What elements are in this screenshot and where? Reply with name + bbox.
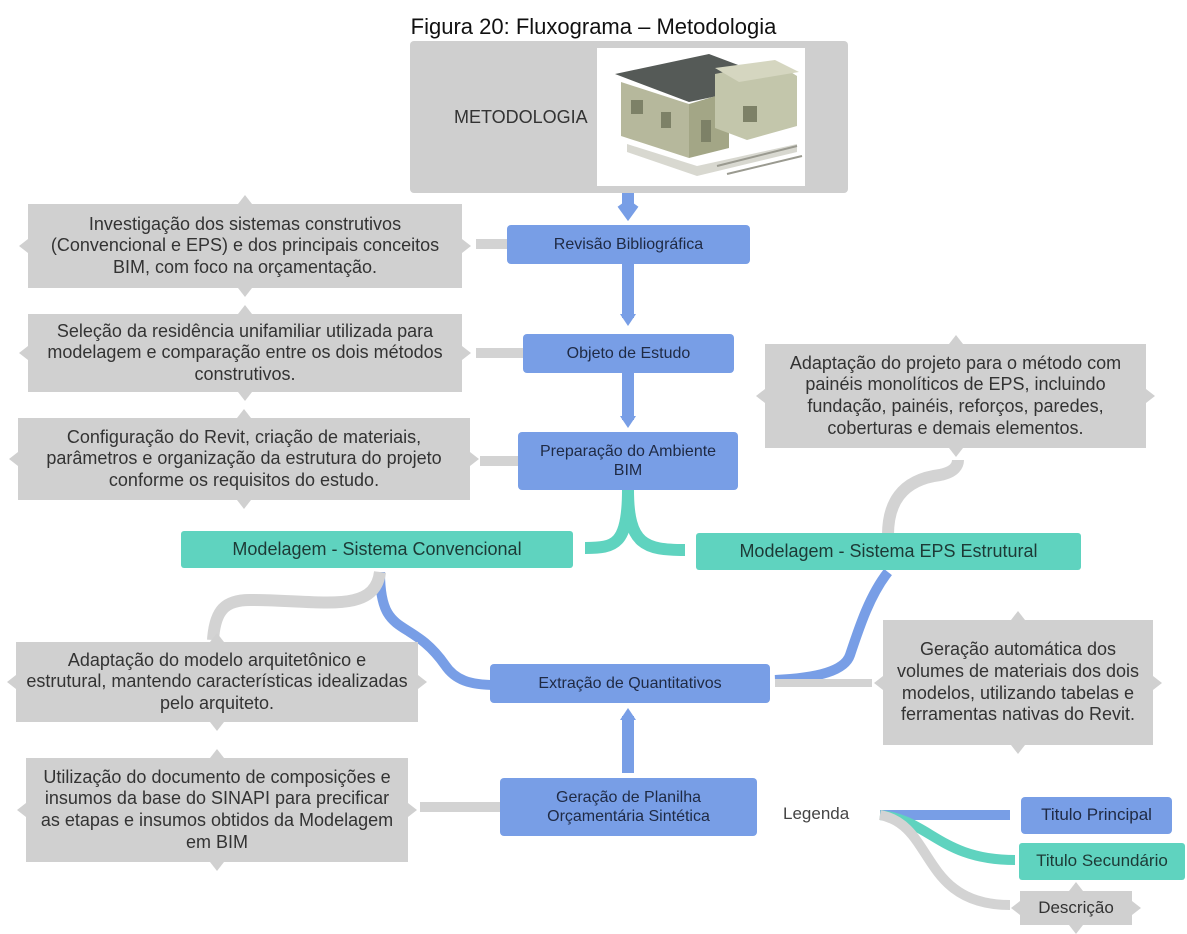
pointer-notch bbox=[238, 392, 252, 401]
pointer-notch bbox=[948, 335, 963, 344]
pointer-notch bbox=[1069, 925, 1083, 934]
legend-connector-description bbox=[878, 810, 1011, 910]
description-revisao: Investigação dos sistemas construtivos (… bbox=[19, 195, 471, 297]
description-eps: Adaptação do projeto para o método com p… bbox=[756, 335, 1155, 457]
description-text: Geração automática dos volumes de materi… bbox=[896, 639, 1140, 725]
connector-convencional-to-extraction bbox=[375, 571, 496, 690]
pointer-notch bbox=[210, 722, 224, 731]
step-extracao-quantitativos: Extração de Quantitativos bbox=[490, 664, 770, 703]
methodology-label: METODOLOGIA bbox=[454, 107, 588, 127]
pointer-notch bbox=[210, 749, 224, 758]
arrowhead bbox=[620, 314, 636, 326]
split-connectors bbox=[584, 489, 686, 556]
pointer-notch bbox=[238, 195, 252, 204]
description-text: Adaptação do projeto para o método com p… bbox=[789, 352, 1122, 438]
figure-caption: Figura 20: Fluxograma – Metodologia bbox=[410, 14, 777, 39]
legend-item-label: Descrição bbox=[1038, 897, 1114, 917]
house-3d-image bbox=[597, 48, 805, 186]
description-planilha: Utilização do documento de composições e… bbox=[17, 749, 417, 871]
connector-eps-to-extraction bbox=[774, 568, 892, 685]
legend-label: Legenda bbox=[783, 804, 850, 823]
description-text: Seleção da residência unifamiliar utiliz… bbox=[47, 320, 443, 384]
legend-connectors bbox=[878, 810, 1016, 910]
description-text: Adaptação do modelo arquitetônico e estr… bbox=[26, 649, 408, 713]
pointer-notch bbox=[210, 633, 224, 642]
connector-split-right bbox=[622, 489, 686, 556]
pointer-notch bbox=[948, 448, 963, 457]
description-text: Investigação dos sistemas construtivos (… bbox=[50, 213, 440, 277]
branch-sistema-convencional: Modelagem - Sistema Convencional bbox=[181, 531, 573, 568]
description-pointers bbox=[420, 239, 523, 812]
branch-to-extraction-connectors bbox=[207, 459, 964, 690]
house-model-icon bbox=[615, 54, 803, 176]
legend-item-descricao: Descrição bbox=[1011, 882, 1141, 934]
connector-split-left bbox=[584, 489, 634, 554]
pointer-notch bbox=[1069, 882, 1083, 891]
pointer-notch bbox=[237, 409, 251, 418]
pointer-notch bbox=[237, 500, 251, 509]
step-preparacao-ambiente-bim: Preparação do Ambiente BIM bbox=[518, 432, 738, 490]
step-revisao-bibliografica: Revisão Bibliográfica bbox=[507, 225, 750, 264]
step-objeto-de-estudo: Objeto de Estudo bbox=[523, 334, 734, 373]
connector-convencional-to-desc bbox=[207, 570, 386, 641]
description-convencional: Adaptação do modelo arquitetônico e estr… bbox=[7, 633, 427, 731]
arrowhead bbox=[620, 416, 636, 428]
legend-item-titulo-secundario: Titulo Secundário bbox=[1019, 843, 1185, 880]
pointer-notch bbox=[210, 862, 224, 871]
pointer-notch bbox=[238, 305, 252, 314]
pointer-notch bbox=[238, 288, 252, 297]
step-geracao-planilha: Geração de Planilha Orçamentária Sintéti… bbox=[500, 778, 757, 836]
description-objeto: Seleção da residência unifamiliar utiliz… bbox=[19, 305, 471, 401]
description-extracao: Geração automática dos volumes de materi… bbox=[874, 611, 1162, 754]
description-text: Configuração do Revit, criação de materi… bbox=[46, 426, 442, 490]
pointer-notch bbox=[1011, 611, 1025, 620]
description-text: Utilização do documento de composições e… bbox=[40, 766, 394, 852]
arrowhead bbox=[617, 203, 639, 222]
legend-item-titulo-principal: Titulo Principal bbox=[1021, 797, 1172, 834]
arrowhead bbox=[620, 708, 636, 720]
pointer-notch bbox=[1011, 745, 1025, 754]
main-flow-connectors bbox=[617, 193, 639, 773]
connector-eps-to-desc bbox=[882, 459, 964, 536]
description-preparacao: Configuração do Revit, criação de materi… bbox=[9, 409, 479, 509]
branch-sistema-eps-estrutural: Modelagem - Sistema EPS Estrutural bbox=[696, 533, 1081, 570]
